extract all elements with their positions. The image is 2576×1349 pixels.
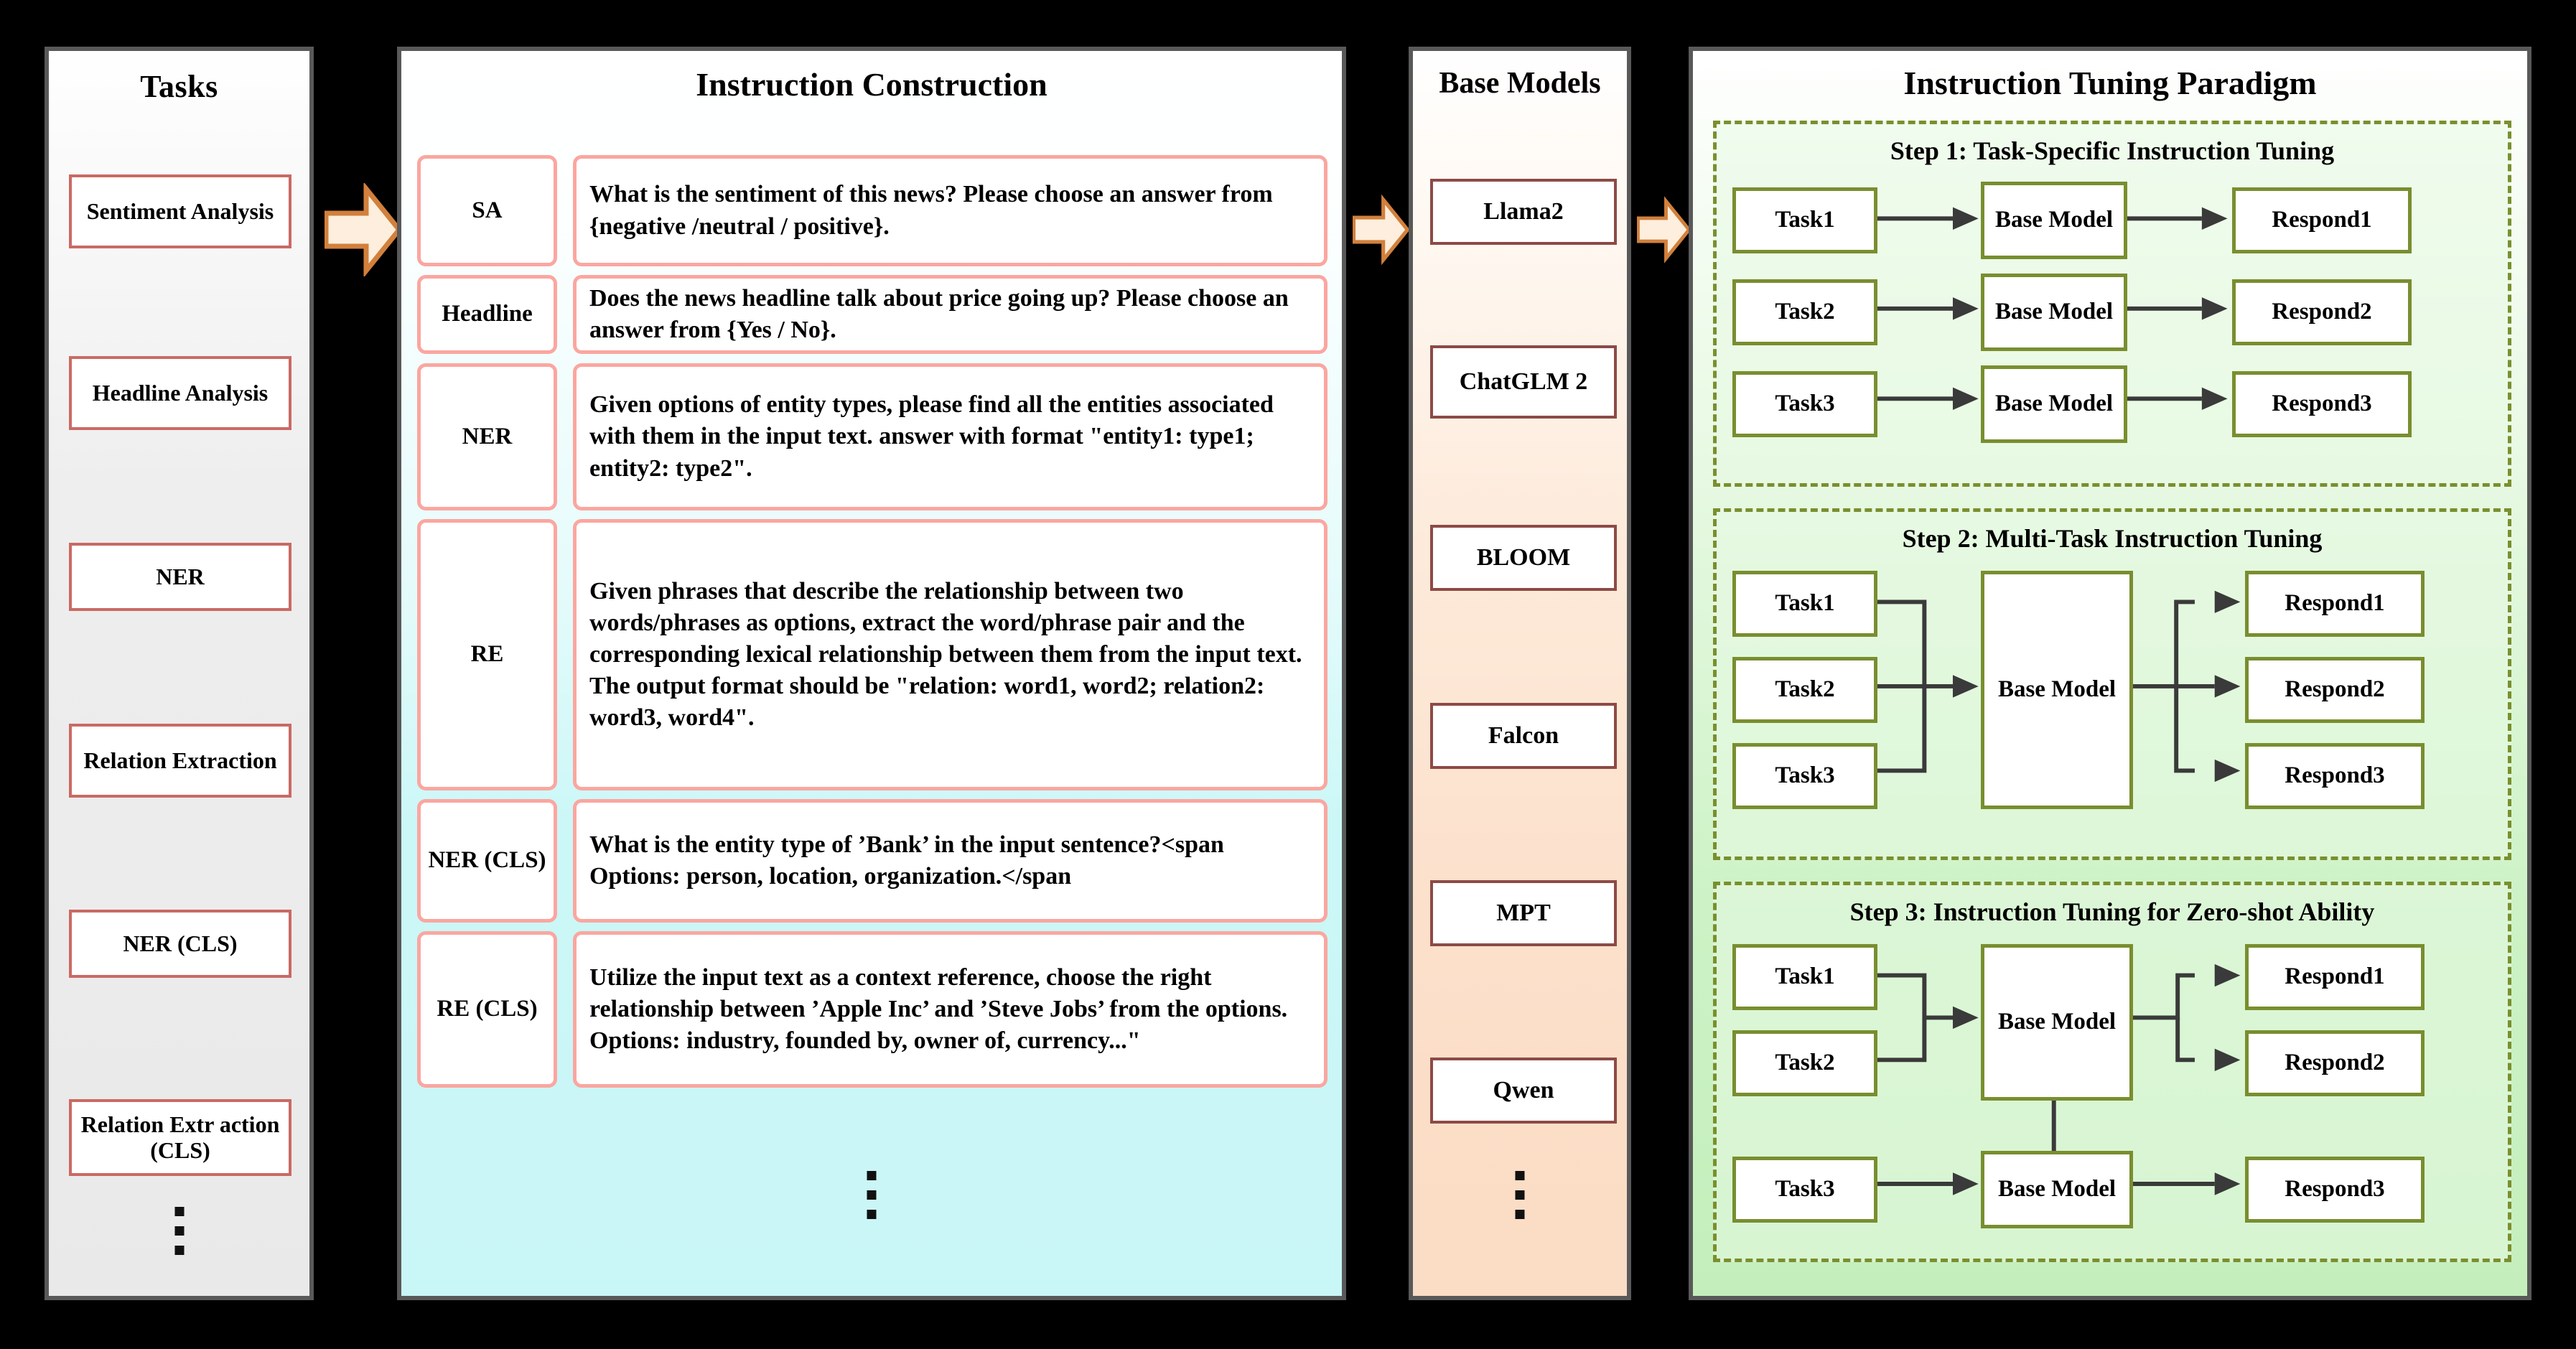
step-3-respond-1[interactable]: Respond1	[2245, 944, 2425, 1010]
instruction-row: RE (CLS) Utilize the input text as a con…	[417, 931, 1327, 1088]
instruction-row: Headline Does the news headline talk abo…	[417, 275, 1327, 354]
step-2-respond-3[interactable]: Respond3	[2245, 743, 2425, 809]
instruction-tuning-paradigm-panel: Instruction Tuning Paradigm Step 1: Task…	[1689, 47, 2531, 1300]
task-item-ner[interactable]: NER	[69, 543, 291, 611]
step-3-task-2[interactable]: Task2	[1732, 1030, 1877, 1096]
flow-block-arrow-2	[1353, 194, 1409, 266]
step-3-container: Step 3: Instruction Tuning for Zero-shot…	[1713, 882, 2511, 1262]
step-3-task-3[interactable]: Task3	[1732, 1157, 1877, 1223]
model-item-qwen[interactable]: Qwen	[1430, 1058, 1617, 1124]
instruction-more-ellipsis-icon	[867, 1171, 877, 1219]
paradigm-title: Instruction Tuning Paradigm	[1903, 65, 2317, 101]
step-3-base-model-1[interactable]: Base Model	[1981, 944, 2133, 1101]
instruction-text-headline: Does the news headline talk about price …	[573, 275, 1327, 354]
tasks-more-ellipsis-icon	[174, 1207, 184, 1255]
step-1-base-model-3[interactable]: Base Model	[1981, 365, 2127, 443]
step-3-base-model-2[interactable]: Base Model	[1981, 1151, 2133, 1228]
step-2-respond-1[interactable]: Respond1	[2245, 571, 2425, 637]
model-item-mpt[interactable]: MPT	[1430, 880, 1617, 946]
instruction-construction-panel: Instruction Construction SA What is the …	[397, 47, 1346, 1300]
instruction-label-headline[interactable]: Headline	[417, 275, 557, 354]
instruction-text-sa: What is the sentiment of this news? Plea…	[573, 155, 1327, 266]
model-item-bloom[interactable]: BLOOM	[1430, 525, 1617, 591]
step-2-container: Step 2: Multi-Task Instruction Tuning Ta…	[1713, 508, 2511, 860]
instruction-label-sa[interactable]: SA	[417, 155, 557, 266]
instruction-text-ner: Given options of entity types, please fi…	[573, 363, 1327, 510]
step-1-base-model-1[interactable]: Base Model	[1981, 182, 2127, 259]
step-2-title: Step 2: Multi-Task Instruction Tuning	[1902, 524, 2323, 553]
step-1-base-model-2[interactable]: Base Model	[1981, 274, 2127, 351]
step-1-respond-2[interactable]: Respond2	[2232, 279, 2412, 345]
instruction-text-re-cls: Utilize the input text as a context refe…	[573, 931, 1327, 1088]
base-models-more-ellipsis-icon	[1515, 1171, 1525, 1219]
flow-block-arrow-1	[325, 183, 401, 276]
step-1-respond-1[interactable]: Respond1	[2232, 187, 2412, 253]
instruction-row: SA What is the sentiment of this news? P…	[417, 155, 1327, 266]
model-item-falcon[interactable]: Falcon	[1430, 703, 1617, 769]
base-models-title: Base Models	[1439, 67, 1601, 100]
instruction-label-ner-cls[interactable]: NER (CLS)	[417, 799, 557, 923]
instruction-label-re-cls[interactable]: RE (CLS)	[417, 931, 557, 1088]
instruction-text-re: Given phrases that describe the relation…	[573, 519, 1327, 790]
task-item-ner-cls[interactable]: NER (CLS)	[69, 910, 291, 978]
tasks-panel-title: Tasks	[140, 69, 218, 104]
instruction-row: NER Given options of entity types, pleas…	[417, 363, 1327, 510]
instruction-row: NER (CLS) What is the entity type of ’Ba…	[417, 799, 1327, 923]
step-2-task-3[interactable]: Task3	[1732, 743, 1877, 809]
task-item-relation-extraction[interactable]: Relation Extraction	[69, 724, 291, 798]
instruction-construction-title: Instruction Construction	[696, 66, 1047, 103]
step-1-task-1[interactable]: Task1	[1732, 187, 1877, 253]
instruction-text-ner-cls: What is the entity type of ’Bank’ in the…	[573, 799, 1327, 923]
model-item-llama2[interactable]: Llama2	[1430, 179, 1617, 245]
step-2-respond-2[interactable]: Respond2	[2245, 657, 2425, 723]
step-1-task-2[interactable]: Task2	[1732, 279, 1877, 345]
instruction-label-re[interactable]: RE	[417, 519, 557, 790]
instruction-row: RE Given phrases that describe the relat…	[417, 519, 1327, 790]
flow-block-arrow-3	[1637, 196, 1690, 263]
step-3-respond-3[interactable]: Respond3	[2245, 1157, 2425, 1223]
step-1-task-3[interactable]: Task3	[1732, 371, 1877, 437]
base-models-panel: Base Models Llama2 ChatGLM 2 BLOOM Falco…	[1409, 47, 1631, 1300]
step-3-task-1[interactable]: Task1	[1732, 944, 1877, 1010]
step-3-respond-2[interactable]: Respond2	[2245, 1030, 2425, 1096]
task-item-sentiment-analysis[interactable]: Sentiment Analysis	[69, 174, 291, 248]
instruction-label-ner[interactable]: NER	[417, 363, 557, 510]
step-2-task-1[interactable]: Task1	[1732, 571, 1877, 637]
task-item-headline-analysis[interactable]: Headline Analysis	[69, 356, 291, 430]
step-2-base-model-1[interactable]: Base Model	[1981, 571, 2133, 809]
model-item-chatglm2[interactable]: ChatGLM 2	[1430, 345, 1617, 419]
step-1-title: Step 1: Task-Specific Instruction Tuning	[1890, 136, 2335, 165]
step-1-respond-3[interactable]: Respond3	[2232, 371, 2412, 437]
task-item-relation-extraction-cls[interactable]: Relation Extr action (CLS)	[69, 1099, 291, 1176]
step-2-task-2[interactable]: Task2	[1732, 657, 1877, 723]
step-3-title: Step 3: Instruction Tuning for Zero-shot…	[1849, 897, 2375, 926]
step-1-container: Step 1: Task-Specific Instruction Tuning…	[1713, 121, 2511, 487]
tasks-panel: Tasks Sentiment Analysis Headline Analys…	[45, 47, 314, 1300]
